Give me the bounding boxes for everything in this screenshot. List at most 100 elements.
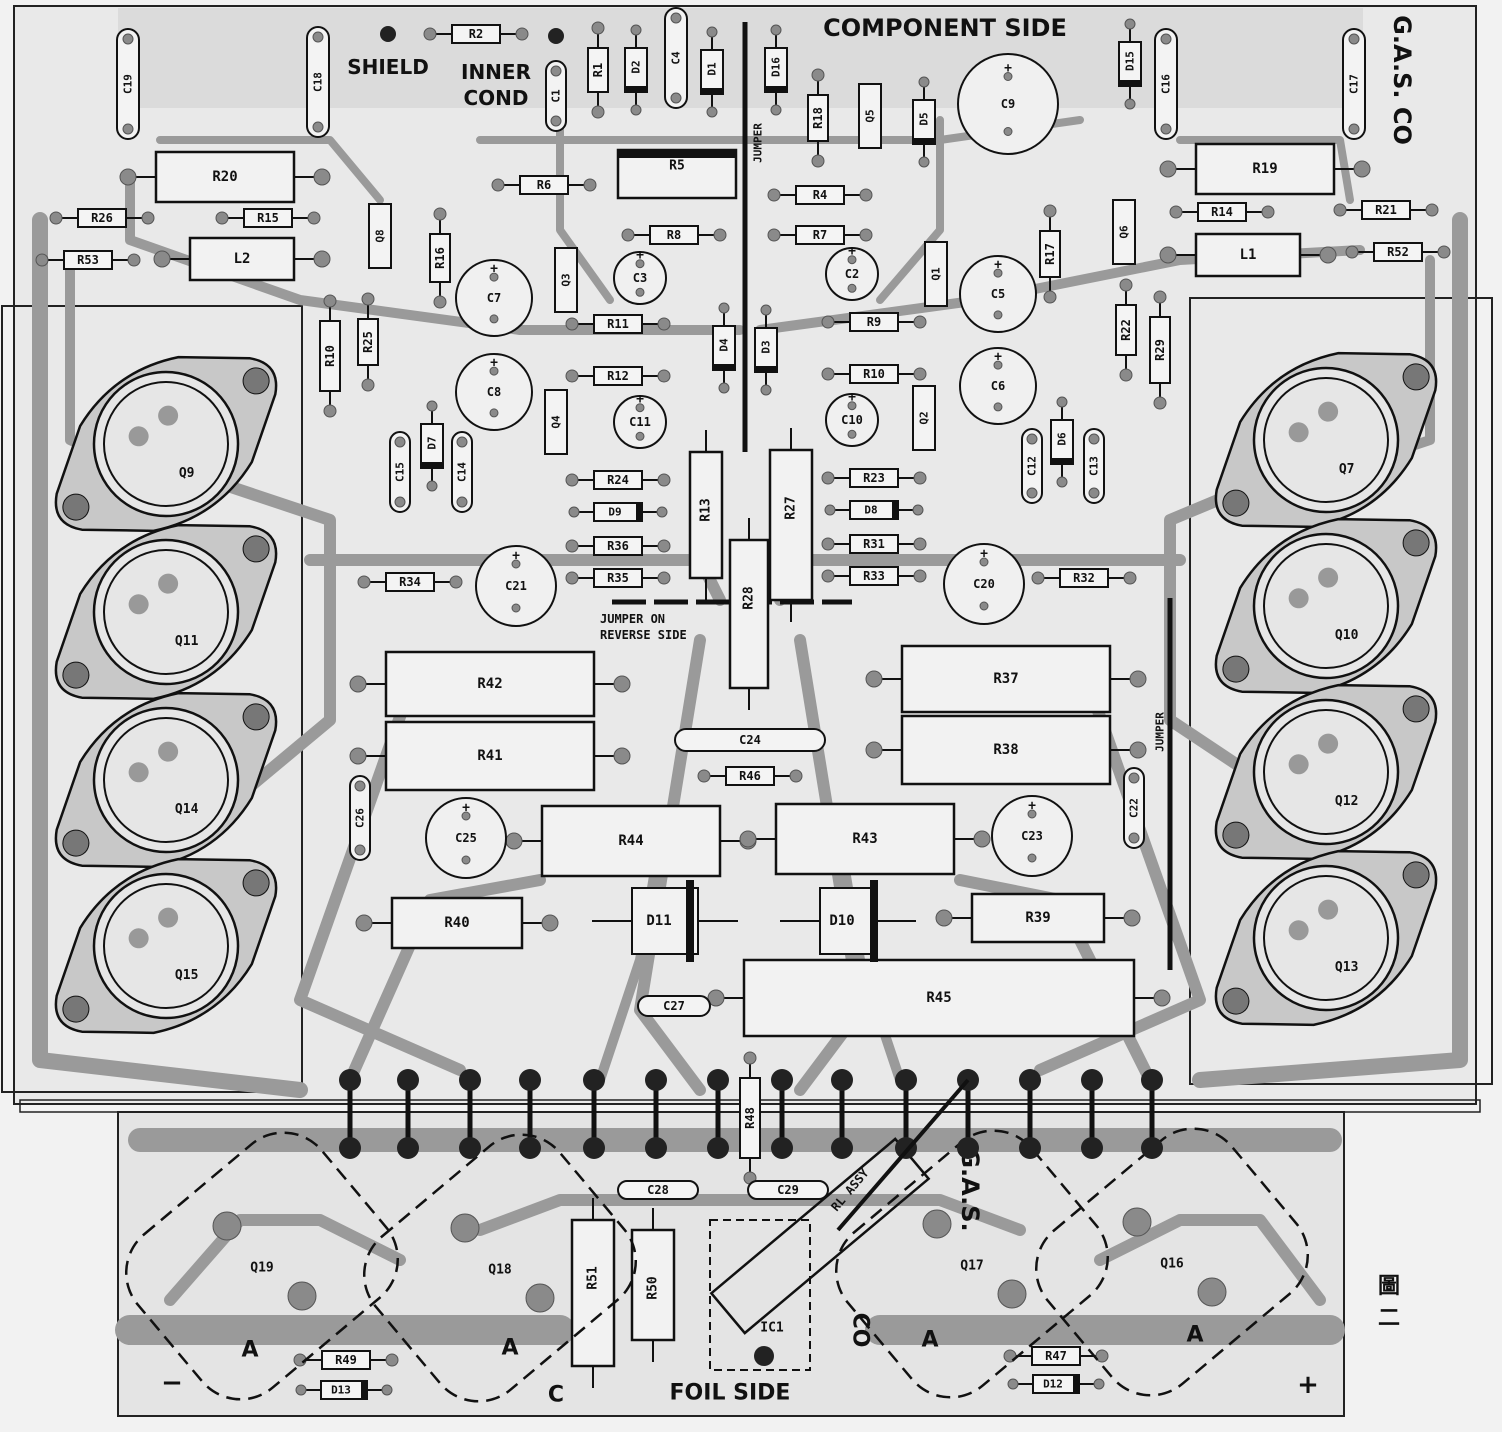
diode-d15: D15 <box>1118 18 1142 110</box>
transistor-label: Q3 <box>560 273 573 286</box>
resistor-r4: R4 <box>767 185 873 205</box>
interconnect-pin <box>1019 1069 1041 1159</box>
diode-label: D10 <box>829 913 854 929</box>
foil-side-title: FOIL SIDE <box>670 1381 791 1406</box>
resistor-r52: R52 <box>1345 242 1451 262</box>
resistor-label: R50 <box>646 1276 661 1300</box>
capacitor-label: C17 <box>1348 74 1361 94</box>
resistor-r14: R14 <box>1169 202 1275 222</box>
resistor-label: L2 <box>234 251 251 267</box>
power-transistor-q12: Q12 <box>1214 683 1438 861</box>
capacitor-c16: C16 <box>1154 28 1178 140</box>
capacitor-label: C2 <box>845 267 859 281</box>
capacitor-c26: C26 <box>349 775 371 861</box>
transistor-label: Q16 <box>1160 1257 1184 1272</box>
diode-d16: D16 <box>764 24 788 116</box>
capacitor-label: C15 <box>394 462 407 482</box>
resistor-r8: R8 <box>621 225 727 245</box>
transistor-q1: Q1 <box>924 241 948 307</box>
relay-wire <box>836 1078 970 1232</box>
resistor-label: R42 <box>477 676 502 692</box>
capacitor-label: C23 <box>1021 829 1043 843</box>
capacitor-c4: C4 <box>664 7 688 109</box>
resistor-label: R37 <box>993 671 1018 687</box>
brand-mark: G.A.S. <box>956 1148 984 1231</box>
interconnect-pin <box>1141 1069 1163 1159</box>
component-side-title: COMPONENT SIDE <box>823 14 1067 42</box>
diode-d8: D8 <box>824 500 924 520</box>
jumper-label: JUMPER <box>1154 712 1167 752</box>
resistor-label: R45 <box>926 990 951 1006</box>
power-transistor-q11: Q11 <box>54 523 278 701</box>
interconnect-pin <box>459 1069 481 1159</box>
capacitor-label: C4 <box>670 51 683 65</box>
interconnect-pin <box>397 1069 419 1159</box>
inner-cond-label: INNER <box>461 60 531 84</box>
power-resistor-l2: L2 <box>153 236 331 282</box>
diode-label: D6 <box>1056 432 1069 446</box>
capacitor-label: C13 <box>1088 456 1101 476</box>
resistor-r6: R6 <box>491 175 597 195</box>
resistor-r34: R34 <box>357 572 463 592</box>
power-transistor-q13: Q13 <box>1214 849 1438 1027</box>
interconnect-pin <box>831 1069 853 1159</box>
diode-label: D12 <box>1043 1378 1063 1391</box>
resistor-label: R33 <box>863 569 885 583</box>
resistor-r18: R18 <box>807 68 829 168</box>
resistor-label: R4 <box>813 188 827 202</box>
power-resistor-r42: R42 <box>349 650 631 718</box>
power-transistor-q15: Q15 <box>54 857 278 1035</box>
capacitor-label: C24 <box>739 733 761 747</box>
brand-mark: CO <box>848 1313 873 1348</box>
terminal-a: A <box>241 1338 258 1363</box>
plus-mark: + <box>1028 799 1036 814</box>
resistor-r29: R29 <box>1149 290 1171 410</box>
diode-label: D3 <box>760 340 773 353</box>
resistor-r33: R33 <box>821 566 927 586</box>
capacitor-label: C20 <box>973 577 995 591</box>
resistor-label: R8 <box>667 228 681 242</box>
resistor-label: R44 <box>618 833 643 849</box>
plus-mark: + <box>636 392 644 407</box>
transistor-label: Q13 <box>1335 960 1358 975</box>
resistor-label: R32 <box>1073 571 1095 585</box>
terminal-a: A <box>1186 1323 1203 1348</box>
transistor-label: Q7 <box>1339 462 1355 477</box>
capacitor-c27: C27 <box>637 995 711 1017</box>
capacitor-c23: + C23 <box>991 795 1073 877</box>
resistor-label: R47 <box>1045 1349 1067 1363</box>
terminal-plus: + <box>1297 1370 1319 1400</box>
diode-d13: D13 <box>295 1380 393 1400</box>
resistor-label: R22 <box>1119 319 1133 341</box>
capacitor-c22: C22 <box>1123 767 1145 849</box>
resistor-label: R43 <box>852 831 877 847</box>
resistor-r2: R2 <box>423 24 529 44</box>
transistor-q8: Q8 <box>368 203 392 269</box>
resistor-label: R49 <box>335 1353 357 1367</box>
resistor-label: R46 <box>739 769 761 783</box>
resistor-label: R18 <box>811 107 825 129</box>
relay-assembly <box>709 1137 931 1335</box>
ic-label: IC1 <box>760 1321 784 1336</box>
resistor-label: R7 <box>813 228 827 242</box>
capacitor-c29: C29 <box>747 1180 829 1200</box>
resistor-r31: R31 <box>821 534 927 554</box>
capacitor-label: C11 <box>629 415 651 429</box>
resistor-label: R40 <box>444 915 469 931</box>
power-resistor-r44: R44 <box>505 804 757 878</box>
resistor-label: R39 <box>1025 910 1050 926</box>
foil-transistor-q18: Q18 <box>362 1133 638 1403</box>
capacitor-label: C25 <box>455 831 477 845</box>
ic-1: IC1 <box>709 1219 811 1371</box>
interconnect-pin <box>583 1069 605 1159</box>
brand-mark: G.A.S. CO <box>1388 15 1416 145</box>
resistor-label: R28 <box>742 586 757 610</box>
resistor-r28: R28 <box>728 518 770 710</box>
capacitor-c14: C14 <box>451 431 473 513</box>
transistor-q5: Q5 <box>858 83 882 149</box>
power-resistor-r40: R40 <box>355 896 559 950</box>
interconnect-pin <box>771 1069 793 1159</box>
resistor-label: R17 <box>1043 243 1057 265</box>
